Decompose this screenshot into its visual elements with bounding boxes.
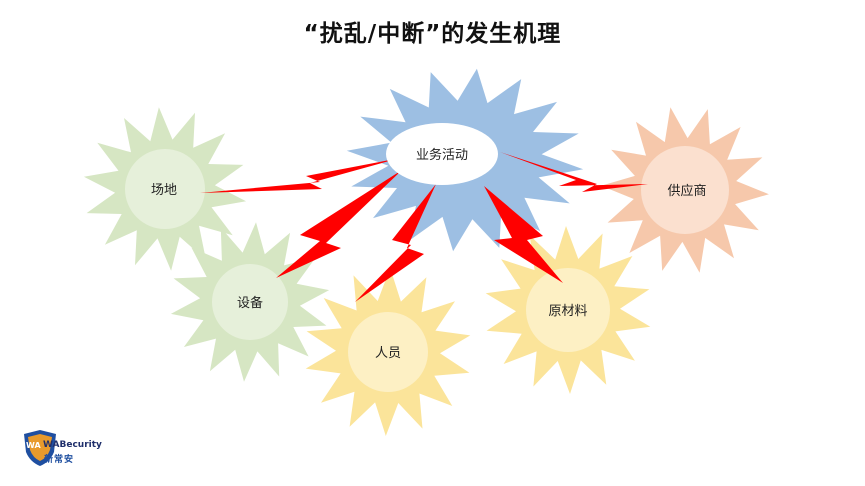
bolt-to-personnel	[355, 184, 436, 302]
page-title: “扰乱/中断”的发生机理	[303, 21, 562, 47]
site-inner-circle	[125, 149, 205, 229]
materials-inner-circle	[526, 268, 610, 352]
site-label: 场地	[151, 183, 177, 198]
equipment-label: 设备	[237, 295, 263, 311]
wabsecurity-logo: WA	[24, 430, 56, 466]
business-activity-oval	[386, 123, 498, 185]
supplier-inner-circle	[641, 146, 729, 234]
node-equipment	[170, 222, 330, 382]
bolt-to-site	[200, 158, 400, 193]
node-supplier	[601, 107, 769, 273]
logo-text-chinese: 新常安	[44, 455, 75, 465]
node-materials	[485, 226, 651, 394]
node-site	[83, 107, 247, 271]
supplier-label: 供应商	[667, 183, 706, 199]
lightning-bolts	[200, 152, 648, 302]
bolt-to-supplier	[500, 152, 648, 192]
bolt-to-materials	[484, 186, 563, 283]
personnel-label: 人员	[375, 346, 401, 361]
equipment-inner-circle	[212, 264, 288, 340]
bolt-to-equipment	[276, 170, 402, 278]
svg-text:WA: WA	[26, 441, 41, 450]
materials-label: 原材料	[548, 304, 587, 319]
node-personnel	[305, 268, 471, 436]
business-activity-label: 业务活动	[416, 147, 468, 163]
personnel-inner-circle	[348, 312, 428, 392]
logo-text-english: WABecurity	[43, 440, 102, 450]
